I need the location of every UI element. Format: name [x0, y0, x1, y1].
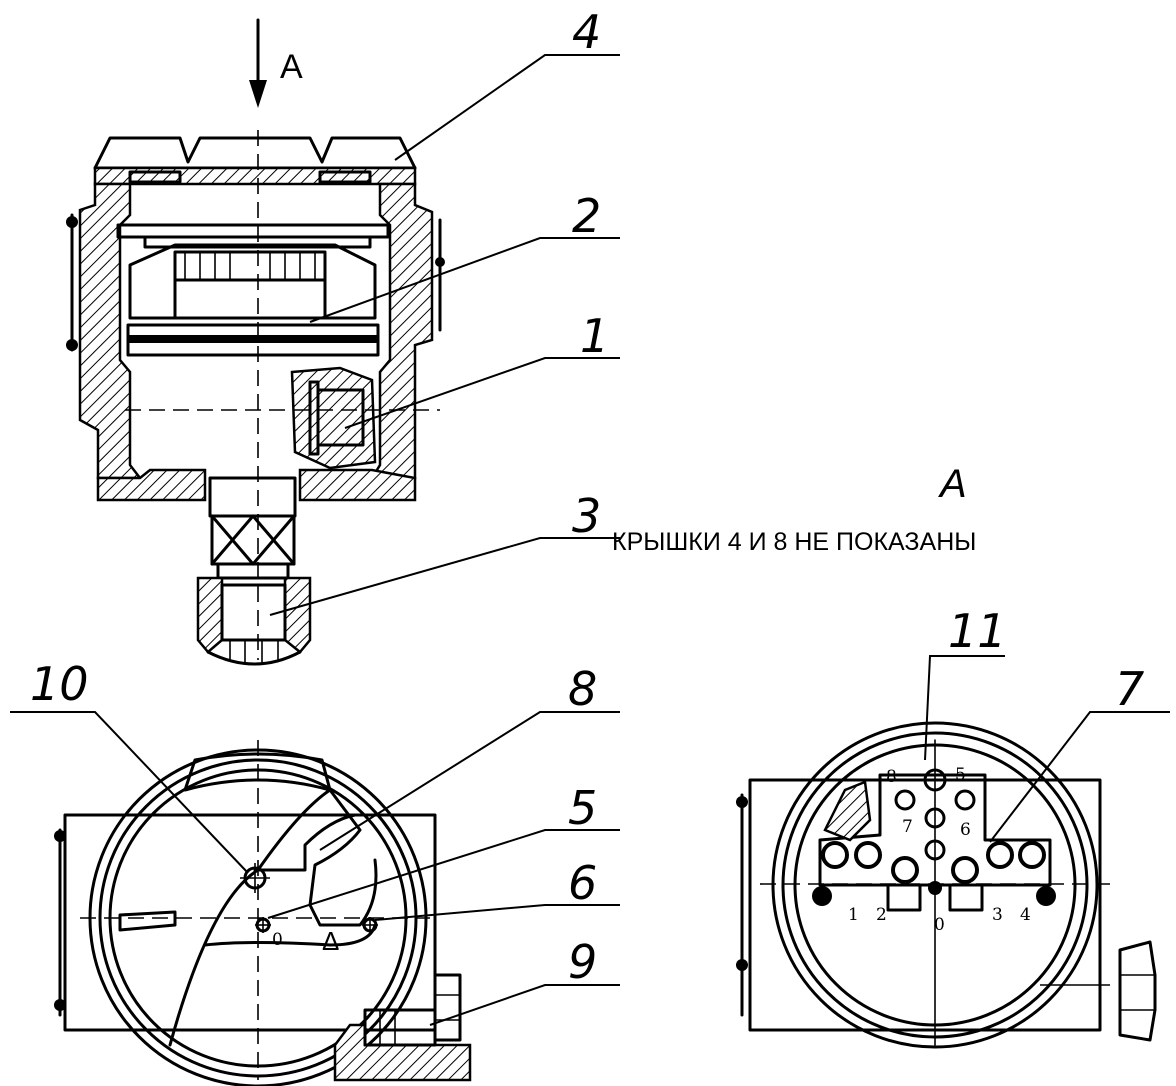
callout-11: 11 [948, 604, 1007, 658]
terminal-7: 7 [902, 817, 913, 837]
callout-4: 4 [572, 5, 601, 59]
callout-6: 6 [568, 856, 597, 910]
zero-mark: 0 [272, 930, 283, 950]
terminal-8: 8 [886, 767, 897, 787]
callout-9: 9 [568, 935, 597, 989]
terminal-screws [812, 768, 1056, 912]
terminal-block [290, 366, 377, 470]
callout-1: 1 [580, 309, 609, 363]
leaders-section [269, 54, 620, 616]
terminal-3: 3 [992, 905, 1003, 925]
callout-10: 10 [30, 657, 89, 711]
triangle-mark: Δ [322, 926, 339, 956]
terminal-1: 1 [848, 905, 859, 925]
cover-top [93, 136, 417, 186]
terminal-2: 2 [876, 905, 887, 925]
housing [66, 182, 445, 502]
section-view: A [66, 5, 620, 666]
view-title: A [938, 462, 967, 506]
view-note: КРЫШКИ 4 И 8 НЕ ПОКАЗАНЫ [612, 528, 976, 556]
callout-3: 3 [572, 489, 601, 543]
terminal-5: 5 [955, 765, 966, 785]
plan-view: 0 Δ [10, 711, 620, 1086]
callout-2: 2 [572, 189, 601, 243]
terminal-6: 6 [960, 820, 971, 840]
callout-8: 8 [568, 662, 597, 716]
callout-7: 7 [1115, 662, 1144, 716]
callout-5: 5 [568, 781, 597, 835]
view-a: 1 2 0 3 4 5 6 7 8 [736, 655, 1170, 1049]
electronics-board [116, 223, 390, 357]
view-arrow: A [249, 18, 303, 108]
view-arrow-label: A [280, 48, 303, 86]
cable-fitting [196, 476, 312, 666]
terminal-0: 0 [934, 915, 945, 935]
terminal-4: 4 [1020, 905, 1031, 925]
